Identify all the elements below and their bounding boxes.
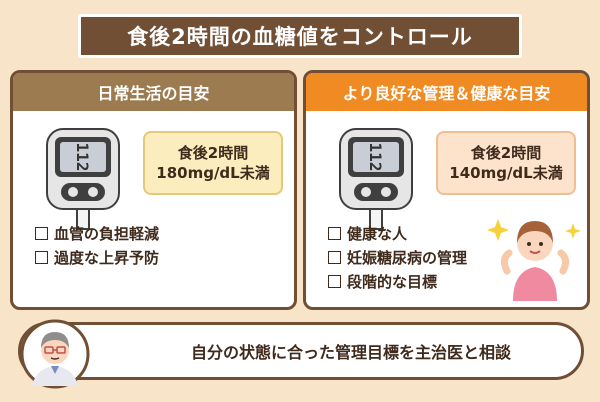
checkbox-icon: [328, 274, 341, 288]
right-target-box: 食後2時間 140mg/dL未満: [436, 131, 576, 195]
right-target-line2: 140mg/dL未満: [449, 164, 563, 182]
left-panel: 日常生活の目安 112 食後2時間 180mg/dL未満 血管の負担軽減 過度な…: [10, 70, 297, 310]
right-target-line1: 食後2時間: [470, 143, 542, 162]
list-item: 健康な人: [328, 221, 467, 245]
checkbox-icon: [328, 250, 341, 264]
left-item-list: 血管の負担軽減 過度な上昇予防: [35, 221, 159, 269]
page-title: 食後2時間の血糖値をコントロール: [78, 14, 522, 58]
checkbox-icon: [35, 250, 48, 264]
advice-text: 自分の状態に合った管理目標を主治医と相談: [190, 343, 511, 362]
advice-bar: 自分の状態に合った管理目標を主治医と相談: [18, 322, 584, 380]
left-target-box: 食後2時間 180mg/dL未満: [143, 131, 283, 195]
glucose-meter-icon: 112: [339, 128, 413, 230]
left-meter-reading: 112: [73, 143, 92, 172]
right-panel-header: より良好な管理＆健康な目安: [306, 73, 587, 111]
left-target-line1: 食後2時間: [177, 143, 249, 162]
list-item: 妊娠糖尿病の管理: [328, 245, 467, 269]
right-panel: より良好な管理＆健康な目安 112 食後2時間 140mg/dL未満 健康な人 …: [303, 70, 590, 310]
list-item: 過度な上昇予防: [35, 245, 159, 269]
list-item: 段階的な目標: [328, 269, 467, 293]
left-target-line2: 180mg/dL未満: [156, 164, 270, 182]
right-meter-reading: 112: [366, 143, 385, 172]
checkbox-icon: [328, 226, 341, 240]
woman-illustration: [487, 219, 581, 301]
list-item: 血管の負担軽減: [35, 221, 159, 245]
left-panel-header: 日常生活の目安: [13, 73, 294, 111]
glucose-meter-icon: 112: [46, 128, 120, 230]
checkbox-icon: [35, 226, 48, 240]
right-item-list: 健康な人 妊娠糖尿病の管理 段階的な目標: [328, 221, 467, 293]
doctor-illustration: [20, 319, 90, 389]
